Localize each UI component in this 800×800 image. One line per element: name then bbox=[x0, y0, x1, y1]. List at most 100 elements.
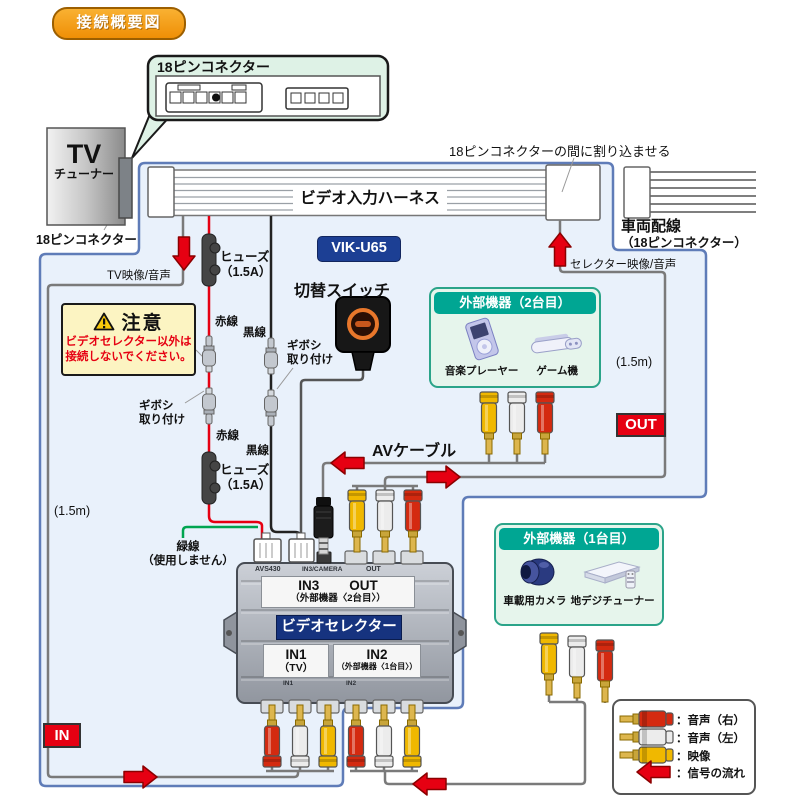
rca-plug-red bbox=[346, 704, 366, 768]
rca-plug-white bbox=[567, 635, 587, 699]
game-console-icon bbox=[531, 333, 583, 354]
giboshi-label-line: 取り付け bbox=[287, 354, 333, 367]
harness-end-connector bbox=[147, 166, 175, 218]
page-title: 接続概要図 bbox=[52, 7, 186, 40]
selector-in2-plate: IN2 （外部機器〈1台目〉） bbox=[333, 644, 421, 678]
black-wire-label: 黒線 bbox=[246, 445, 269, 457]
black-wire-label: 黒線 bbox=[243, 327, 266, 339]
rca-plug-red bbox=[595, 639, 615, 703]
fuse-label-line: （1.5A） bbox=[220, 478, 272, 492]
changeover-switch-icon bbox=[335, 296, 391, 371]
selector-in1-plate: IN1 （TV） bbox=[263, 644, 329, 678]
selector-name-plate: ビデオセレクター bbox=[276, 615, 402, 640]
red-wire-label: 赤線 bbox=[215, 316, 238, 328]
fuse-label-line: ヒューズ bbox=[220, 463, 270, 477]
in-badge: IN bbox=[43, 723, 81, 748]
connector-18pin-drawing bbox=[165, 82, 263, 113]
out-port-label: OUT bbox=[349, 578, 378, 593]
out-jacks bbox=[344, 550, 424, 565]
power-connector-plug bbox=[253, 532, 282, 563]
rca-plug-yellow bbox=[539, 632, 559, 696]
out-badge: OUT bbox=[616, 413, 666, 437]
giboshi-label-line: ギボシ bbox=[139, 400, 174, 412]
caution-title: 注意 bbox=[121, 313, 164, 334]
car-camera-caption: 車載用カメラ bbox=[503, 595, 567, 607]
signal-wires bbox=[46, 216, 667, 786]
fuse-label-line: ヒューズ bbox=[220, 250, 270, 264]
av-cable-label: AVケーブル bbox=[372, 443, 457, 460]
green-wire-note: （使用しません） bbox=[142, 555, 234, 568]
insert-note-label: 18ピンコネクターの間に割り込ませる bbox=[449, 144, 671, 159]
giboshi-label-line: 取り付け bbox=[139, 414, 185, 427]
car-camera-icon bbox=[520, 558, 555, 586]
legend-item-audio-left: ：音声（左） bbox=[676, 733, 745, 745]
game-console-caption: ゲーム機 bbox=[536, 365, 578, 377]
tv-tuner-sub: チューナー bbox=[53, 167, 114, 182]
in3-port-sub: （外部機器〈2台目〉） bbox=[290, 592, 386, 604]
switch-label: 切替スイッチ bbox=[294, 283, 391, 300]
red-power-wire bbox=[207, 216, 264, 540]
selector-in3-out-plate: IN3 OUT （外部機器〈2台目〉） bbox=[261, 576, 415, 608]
vehicle-wiring-sub: （18ピンコネクター） bbox=[621, 236, 747, 250]
tv-tuner-name: TV bbox=[66, 139, 102, 169]
music-player-icon bbox=[464, 317, 499, 361]
in2-port-label: IN2 bbox=[366, 647, 388, 662]
connector-4pin-drawing bbox=[285, 87, 349, 110]
digital-tuner-icon bbox=[582, 561, 641, 589]
red-wire-label: 赤線 bbox=[216, 430, 239, 442]
caution-box: 注意 ビデオセレクター以外は 接続しないでください。 bbox=[61, 303, 196, 376]
rca-plug-yellow bbox=[402, 704, 422, 768]
connector-callout-balloon bbox=[131, 54, 390, 159]
fuse-label-line: （1.5A） bbox=[220, 265, 272, 279]
device-print-out: OUT bbox=[366, 566, 381, 573]
in1-port-label: IN1 bbox=[285, 647, 307, 662]
external-device-1-box: 外部機器（1台目） 車載用カメラ 地デジチューナー bbox=[494, 523, 664, 626]
device-print-in3: IN3/CAMERA bbox=[302, 566, 343, 573]
device-print-in2: IN2 bbox=[346, 680, 357, 687]
in3-port-label: IN3 bbox=[298, 578, 320, 593]
vehicle-harness-band bbox=[650, 169, 756, 216]
legend-item-video: ：映像 bbox=[676, 751, 711, 763]
caution-text-line: 接続しないでください。 bbox=[65, 350, 192, 363]
giboshi-label-left: ギボシ 取り付け bbox=[139, 399, 185, 428]
vehicle-wiring-label: 車両配線 （18ピンコネクター） bbox=[621, 218, 747, 251]
green-wire bbox=[181, 525, 258, 538]
power-connector-plug bbox=[288, 532, 315, 563]
music-player-caption: 音楽プレーヤー bbox=[444, 365, 519, 377]
tv-tuner-box bbox=[46, 127, 133, 226]
legend-item-signal-flow: ：信号の流れ bbox=[676, 768, 745, 780]
digital-tuner-caption: 地デジチューナー bbox=[570, 595, 655, 607]
legend-item-audio-right: ：音声（右） bbox=[676, 715, 745, 727]
minijack-plug-icon bbox=[313, 497, 334, 555]
cable-length-left: (1.5m) bbox=[54, 504, 91, 518]
flow-arrow-left-in2-icon bbox=[412, 772, 447, 796]
vehicle-wiring-title: 車両配線 bbox=[621, 218, 682, 235]
device-print-in1: IN1 bbox=[283, 680, 294, 687]
external-device-1-title: 外部機器（1台目） bbox=[499, 528, 659, 550]
harness-label: ビデオ入力ハーネス bbox=[293, 185, 447, 212]
caution-text-line: ビデオセレクター以外は bbox=[65, 336, 192, 348]
fuse-label-lower: ヒューズ （1.5A） bbox=[220, 463, 271, 493]
model-badge: VIK-U65 bbox=[317, 236, 401, 262]
giboshi-label-line: ギボシ bbox=[287, 340, 322, 352]
external-device-2-title: 外部機器（2台目） bbox=[434, 292, 596, 314]
tv-av-label: TV映像/音声 bbox=[107, 270, 171, 282]
fuse-label-upper: ヒューズ （1.5A） bbox=[220, 250, 271, 280]
giboshi-label-right: ギボシ 取り付け bbox=[287, 339, 333, 368]
tv-connector-label: 18ピンコネクター bbox=[36, 233, 137, 247]
external-device-2-box: 外部機器（2台目） 音楽プレーヤー bbox=[429, 287, 601, 388]
in2-port-sub: （外部機器〈1台目〉） bbox=[336, 661, 418, 671]
in1-port-sub: （TV） bbox=[278, 661, 314, 674]
cable-length-right: (1.5m) bbox=[616, 355, 653, 369]
green-wire-label: 緑線 （使用しません） bbox=[138, 540, 238, 569]
device-print-model: AVS430 bbox=[255, 566, 281, 573]
harness-18pin-connector bbox=[545, 164, 601, 221]
callout-title: 18ピンコネクター bbox=[157, 59, 271, 75]
legend-box bbox=[612, 699, 756, 795]
warning-triangle-icon bbox=[94, 312, 115, 331]
vehicle-18pin-connector bbox=[623, 166, 651, 219]
rca-plug-white bbox=[374, 704, 394, 768]
green-wire-name: 緑線 bbox=[176, 541, 200, 553]
